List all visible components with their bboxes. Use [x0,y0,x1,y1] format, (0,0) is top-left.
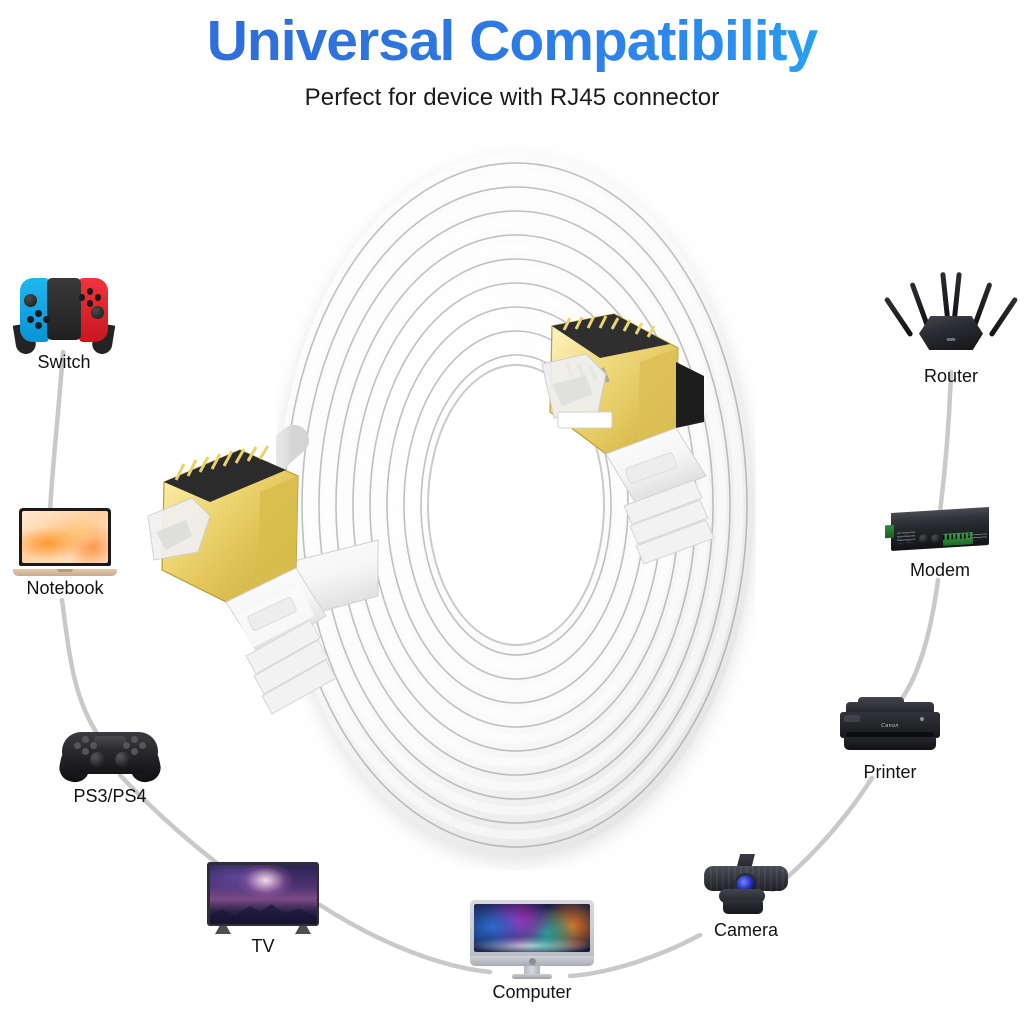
printer-icon: Canon [838,697,942,760]
line-modem-printer [887,577,941,715]
device-label-playstation: PS3/PS4 [73,786,147,806]
line-router-modem [937,369,954,515]
device-label-tv: TV [251,936,275,956]
line-switch-notebook [47,349,66,515]
line-camera-computer [567,932,703,979]
webcam-icon [702,852,790,918]
device-playstation[interactable]: PS3/PS4 [56,726,164,807]
gamepad-icon [56,726,164,785]
rj45-connector-right [541,313,715,565]
device-label-computer: Computer [492,982,572,1002]
device-switch[interactable]: Switch [12,272,116,373]
device-label-printer: Printer [863,762,917,782]
page-title: Universal Compatibility [0,8,1024,74]
device-label-modem: Modem [909,560,971,580]
laptop-icon [13,508,117,576]
device-camera[interactable]: Camera [702,852,790,941]
device-modem[interactable]: Modem [885,507,995,581]
desktop-imac-icon [470,900,594,980]
device-label-router: Router [923,366,979,386]
device-notebook[interactable]: Notebook [13,508,117,599]
line-tv-computer [317,902,493,975]
wifi-router-icon [883,268,1019,364]
device-tv[interactable]: TV [207,862,319,957]
device-label-notebook: Notebook [26,578,104,598]
modem-icon [885,507,995,558]
line-notebook-ps [59,597,103,741]
device-label-camera: Camera [713,920,779,940]
rj45-connector-left [147,445,379,715]
nintendo-switch-icon [12,272,116,356]
device-router[interactable]: Router [883,268,1019,387]
device-label-switch: Switch [37,352,91,372]
page-subtitle: Perfect for device with RJ45 connector [304,84,720,111]
television-icon [207,862,319,934]
device-printer[interactable]: Canon Printer [838,697,942,783]
device-computer[interactable]: Computer [470,900,594,1003]
